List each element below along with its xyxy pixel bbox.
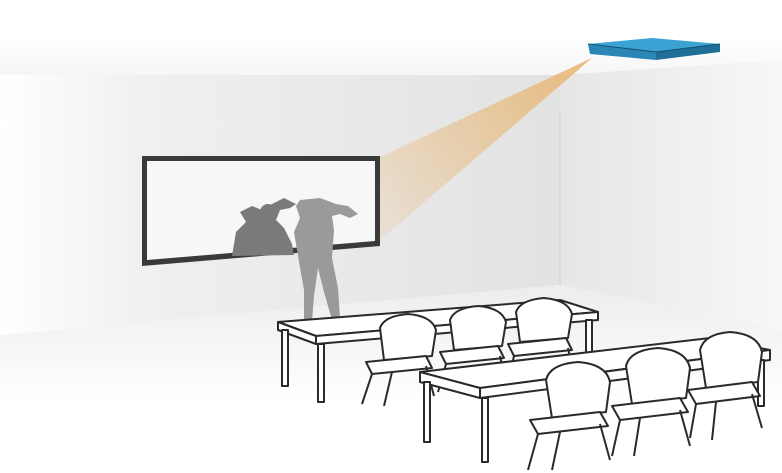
right-wall [560,60,782,330]
